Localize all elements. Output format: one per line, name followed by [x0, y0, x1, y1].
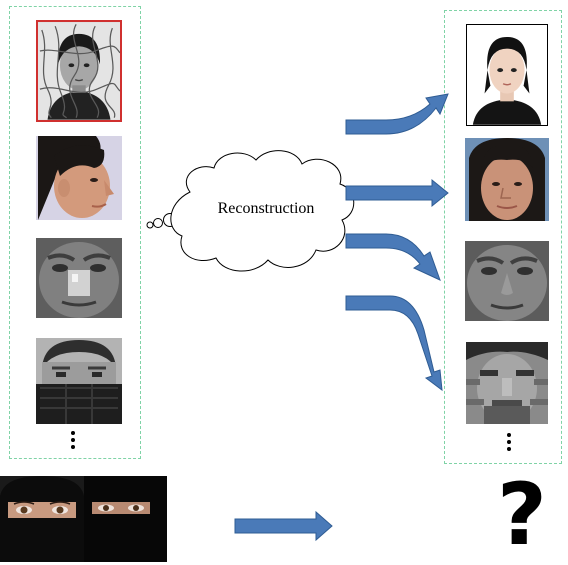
output-panel: [444, 10, 562, 464]
thought-bubble-medium: [153, 218, 163, 228]
input-panel: [9, 6, 141, 459]
face-photo-scribble-icon: [38, 22, 120, 120]
face-photo-lower-mask-icon: [36, 338, 122, 424]
output-face-restored-mask: [466, 342, 548, 424]
arrow-to-output-4: [345, 295, 443, 392]
face-photo-profile-icon: [36, 136, 122, 220]
reconstruction-cloud: [170, 150, 355, 272]
input-ellipsis: [71, 431, 75, 452]
niqab-photos-icon: [0, 476, 167, 562]
face-photo-frontal-icon: [467, 25, 547, 125]
reconstruction-label: Reconstruction: [217, 200, 315, 217]
arrow-to-output-3: [345, 233, 441, 281]
output-face-restored-nose: [465, 241, 549, 321]
output-ellipsis: [507, 433, 511, 454]
arrow-to-output-2: [345, 178, 449, 208]
input-face-scribble-occlusion: [36, 20, 122, 122]
output-face-frontalized: [465, 138, 549, 221]
input-face-mask-occlusion: [36, 338, 122, 424]
face-photo-blurry-restored-icon: [466, 342, 548, 424]
arrow-to-output-1: [345, 93, 449, 135]
arrow-bottom: [234, 510, 333, 542]
bottom-input-niqab: [0, 476, 167, 562]
face-photo-frontal-color-icon: [465, 138, 549, 221]
input-face-nose-occlusion: [36, 238, 122, 318]
face-photo-gray-restored-icon: [465, 241, 549, 321]
output-face-clean-frontal: [466, 24, 548, 126]
question-mark-icon: ?: [497, 465, 547, 565]
thought-bubble-small: [146, 221, 154, 229]
input-face-profile: [36, 136, 122, 220]
face-photo-gray-patch-icon: [36, 238, 122, 318]
